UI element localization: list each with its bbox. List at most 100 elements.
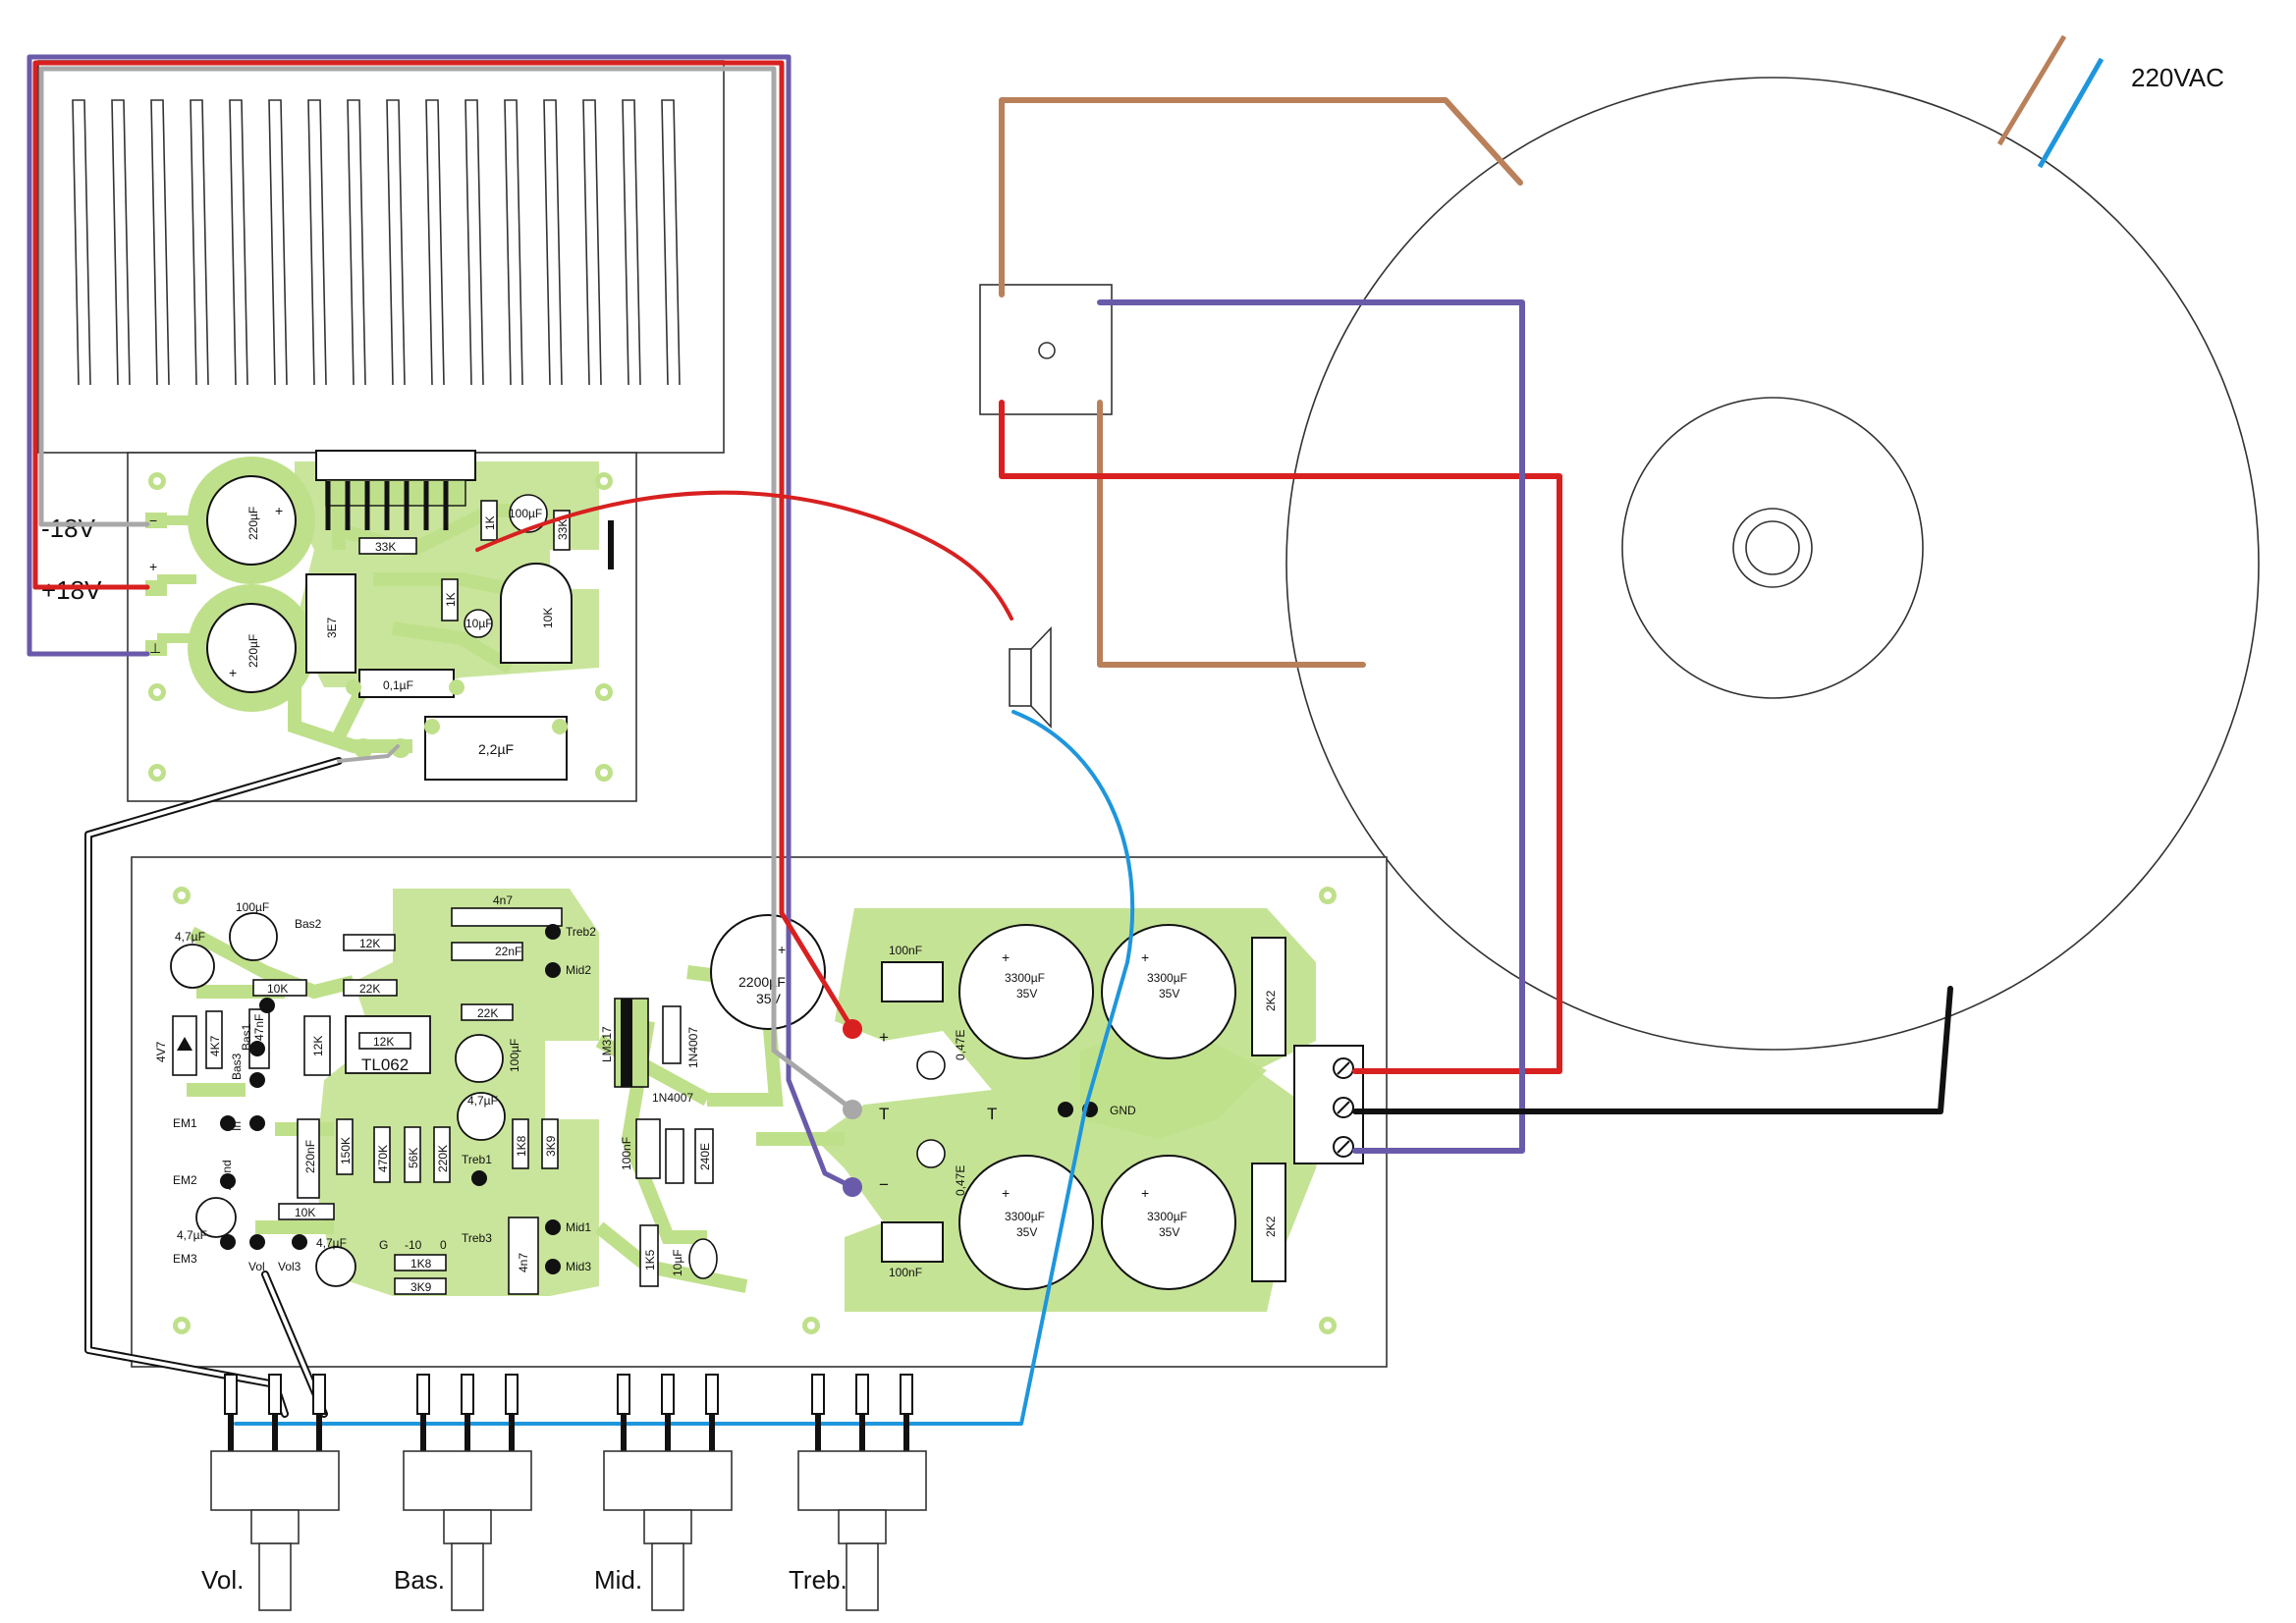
pre-cap-47u-d-label: 4,7µF <box>316 1236 347 1250</box>
term-mid3: Mid3 <box>566 1260 591 1273</box>
psu-r047-a-label: 0,47E <box>954 1030 967 1060</box>
pre-r12k-a-label: 12K <box>359 937 380 950</box>
svg-text:+: + <box>1002 1185 1010 1201</box>
pre-r4k7-label: 4K7 <box>208 1035 222 1056</box>
pot-label: Mid. <box>594 1565 642 1595</box>
pre-cap-22n-label: 22nF <box>495 945 521 958</box>
mains-wire-brown <box>1996 34 2067 146</box>
mains-wire-blue <box>2037 57 2105 169</box>
pre-r470k-label: 470K <box>376 1145 390 1172</box>
term-0: 0 <box>440 1238 447 1252</box>
psu-diode-b-label: 1N4007 <box>652 1091 693 1105</box>
psu-minus-label: − <box>879 1175 889 1194</box>
amp-cap-c2-label: 220µF <box>246 634 260 668</box>
amp-cap-22u-label: 2,2µF <box>478 741 514 757</box>
psu-r047-b-label: 0,47E <box>954 1165 967 1196</box>
psu-filter-cap-d-value: 3300µF <box>1147 1210 1187 1223</box>
toroidal-transformer <box>1285 77 2260 1051</box>
pre-r3k9-a-label: 3K9 <box>544 1135 558 1157</box>
psu-zero-label: T <box>879 1105 889 1123</box>
psu-gnd-label: GND <box>1110 1104 1136 1117</box>
term-treb1: Treb1 <box>462 1153 492 1166</box>
term-bas1: Bas1 <box>240 1023 253 1051</box>
psu-diode-a-label: 1N4007 <box>686 1027 700 1068</box>
term-mid2: Mid2 <box>566 963 591 977</box>
term-em3: EM3 <box>173 1252 197 1266</box>
pot-mid[interactable]: Mid. <box>594 1374 733 1611</box>
pre-r12k-b-label: 12K <box>311 1036 325 1056</box>
pre-r22k-a-label: 22K <box>359 982 380 996</box>
pre-r150k-label: 150K <box>339 1137 353 1164</box>
pre-r56k-label: 56K <box>407 1148 420 1168</box>
term-bas2: Bas2 <box>295 917 322 931</box>
psu-r240-label: 240E <box>698 1143 712 1170</box>
psu-r2k2-b-label: 2K2 <box>1264 1216 1278 1237</box>
svg-text:+: + <box>1141 949 1149 965</box>
pre-cap-47n-label: 47nF <box>252 1014 266 1041</box>
pre-r10k-b-label: 10K <box>295 1206 315 1219</box>
pot-label: Bas. <box>394 1565 445 1595</box>
svg-text:T: T <box>987 1105 997 1123</box>
heatsink <box>37 60 725 454</box>
pos-rail-label: +18V <box>41 575 102 605</box>
svg-text:+: + <box>149 559 157 574</box>
term-treb3: Treb3 <box>462 1231 492 1245</box>
term-vol3: Vol3 <box>278 1260 301 1273</box>
term-em1: EM1 <box>173 1116 197 1130</box>
amp-r3e7-label: 3E7 <box>325 617 339 638</box>
psu-r2k2-a-label: 2K2 <box>1264 990 1278 1011</box>
psu-filter-cap-c-value: 3300µF <box>1005 1210 1045 1223</box>
amp-pot-10k-label: 10K <box>541 608 555 628</box>
term-bas3: Bas3 <box>230 1053 244 1080</box>
potentiometers: Vol. Bas. Mid. Treb. <box>201 1374 927 1611</box>
mains-label: 220VAC <box>2131 63 2224 92</box>
psu-cap-10u-label: 10µF <box>671 1249 684 1276</box>
amp-cap-01u-label: 0,1µF <box>383 678 413 692</box>
amp-r33k-a-label: 33K <box>556 519 570 540</box>
term-treb2: Treb2 <box>566 925 596 939</box>
svg-text:+: + <box>1141 1185 1149 1201</box>
pre-cap-100u-label: 100µF <box>236 900 269 914</box>
pre-r1k8-b-label: 1K8 <box>410 1257 432 1271</box>
amp-cap-10u-label: 10µF <box>465 617 493 630</box>
svg-text:−: − <box>149 513 157 528</box>
psu-cap-100n-c-label: 100nF <box>620 1137 633 1170</box>
svg-text:⊥: ⊥ <box>149 640 161 656</box>
psu-filter-cap-d-voltage: 35V <box>1159 1225 1179 1239</box>
pre-cap-4n7-a-label: 4n7 <box>493 893 513 907</box>
amp-r1k-a-label: 1K <box>483 515 497 530</box>
term-m10: -10 <box>405 1238 422 1252</box>
bridge-rectifier <box>979 284 1113 415</box>
pre-r22k-b-label: 22K <box>477 1006 498 1020</box>
term-in: In <box>230 1121 244 1131</box>
pre-cap-47u-a-label: 4,7µF <box>175 930 205 944</box>
psu-cap-100n-b-label: 100nF <box>889 1266 922 1279</box>
amp-r33k-b-label: 33K <box>375 540 396 554</box>
pot-label: Vol. <box>201 1565 244 1595</box>
psu-filter-cap-b-value: 3300µF <box>1147 971 1187 985</box>
preamp-psu-board: 100µF 4,7µF 12K 10K 22K 22K 4n7 22nF 47n… <box>131 856 1388 1368</box>
pre-r3k9-b-label: 3K9 <box>410 1280 432 1294</box>
psu-main-cap-voltage: 35V <box>756 991 782 1006</box>
pre-cap-47u-b-label: 4,7µF <box>467 1094 498 1108</box>
svg-text:+: + <box>275 503 283 518</box>
svg-text:+: + <box>1002 949 1010 965</box>
amp-cap-c1-label: 220µF <box>246 507 260 540</box>
psu-filter-cap-a-value: 3300µF <box>1005 971 1045 985</box>
pre-opamp-label: TL062 <box>361 1055 409 1074</box>
svg-text:+: + <box>778 942 786 957</box>
pot-vol[interactable]: Vol. <box>201 1374 340 1611</box>
psu-plus-label: + <box>879 1028 889 1047</box>
pre-cap-100u-b-label: 100µF <box>508 1039 521 1072</box>
pot-bas[interactable]: Bas. <box>394 1374 532 1611</box>
pre-r220k-label: 220K <box>436 1145 450 1172</box>
pre-cap-220n-label: 220nF <box>303 1140 317 1173</box>
amp-cap-100u-label: 100µF <box>509 507 542 520</box>
psu-regulator-label: LM317 <box>600 1026 614 1062</box>
neg-rail-label: -18V <box>41 514 96 543</box>
psu-filter-cap-c-voltage: 35V <box>1016 1225 1037 1239</box>
svg-text:+: + <box>229 665 237 680</box>
pot-treb[interactable]: Treb. <box>789 1374 927 1611</box>
pre-r1k8-a-label: 1K8 <box>515 1135 528 1157</box>
